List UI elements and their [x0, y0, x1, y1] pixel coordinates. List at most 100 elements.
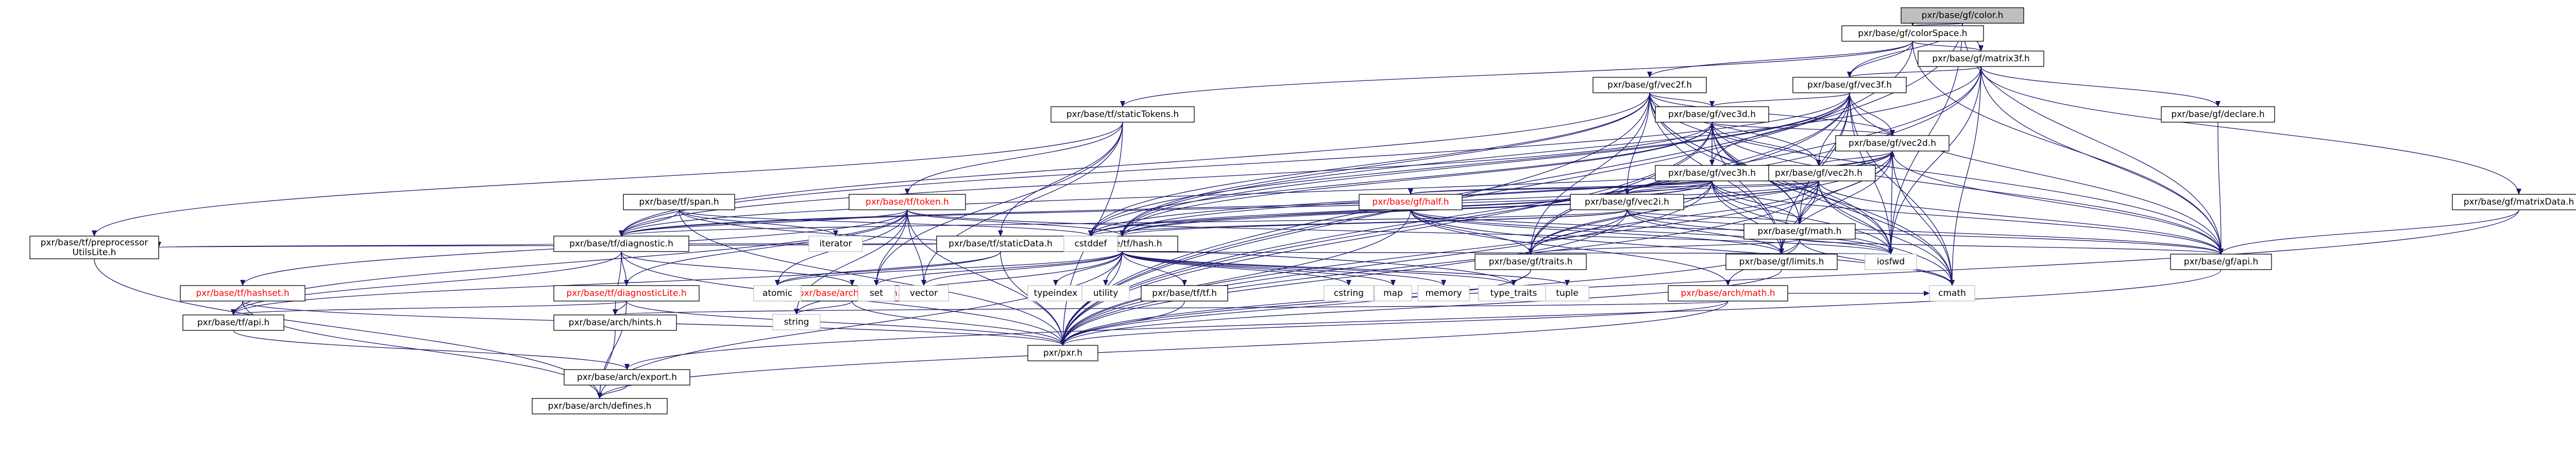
edge-vec3f-to-cstddef: [1088, 92, 1850, 237]
node-traits[interactable]: pxr/base/gf/traits.h: [1475, 254, 1587, 270]
node-box: [1655, 165, 1769, 181]
edge-matrix3f-to-vec3f: [1847, 66, 1981, 78]
node-label: set: [870, 288, 883, 298]
node-box: [1668, 285, 1788, 302]
node-label: pxr/base/tf/tf.h: [1152, 288, 1217, 298]
node-colorSpace[interactable]: pxr/base/gf/colorSpace.h: [1841, 25, 1984, 42]
node-box: [1475, 254, 1587, 270]
edge-vec3f-to-tfHash: [1120, 92, 1850, 237]
node-vec2f[interactable]: pxr/base/gf/vec2f.h: [1592, 77, 1707, 93]
edge-vec3d-to-tfHash: [1120, 122, 1713, 237]
node-box: [2161, 106, 2275, 123]
node-cstring: cstring: [1324, 285, 1374, 302]
node-matrix3f[interactable]: pxr/base/gf/matrix3f.h: [1918, 51, 2044, 67]
node-vec2d[interactable]: pxr/base/gf/vec2d.h: [1835, 135, 1950, 152]
node-label: pxr/base/tf/diagnostic.h: [569, 239, 673, 249]
edge-vec3d-to-traits: [1528, 122, 1713, 255]
node-box: [180, 285, 306, 302]
node-staticData[interactable]: pxr/base/tf/staticData.h: [936, 236, 1065, 252]
edge-vec2f-to-vec2i: [1624, 92, 1650, 195]
edge-vec2h-to-iosfwd: [1818, 180, 1893, 255]
edge-vec3d-to-cmath: [1711, 122, 1955, 286]
node-half[interactable]: pxr/base/gf/half.h: [1359, 194, 1463, 210]
edge-color-to-colorSpace: [1910, 20, 1963, 26]
edge-limits-to-pxr: [1060, 269, 1782, 346]
node-map: map: [1374, 285, 1412, 302]
node-cmath: cmath: [1929, 285, 1975, 302]
node-box: [1570, 194, 1684, 210]
node-tfSpan[interactable]: pxr/base/tf/span.h: [623, 194, 735, 210]
node-box: [564, 369, 690, 386]
edge-vec2f-to-vec2d: [1649, 92, 1895, 136]
edge-vec2f-to-vec2h: [1649, 92, 1821, 166]
node-color[interactable]: pxr/base/gf/color.h: [1901, 7, 2024, 24]
node-box: [1792, 77, 1907, 93]
node-tfApi[interactable]: pxr/base/tf/api.h: [182, 314, 284, 331]
node-vec2h[interactable]: pxr/base/gf/vec2h.h: [1761, 165, 1876, 181]
edge-archFunction-to-string: [794, 301, 853, 315]
node-tfTf[interactable]: pxr/base/tf/tf.h: [1141, 285, 1228, 302]
node-declare[interactable]: pxr/base/gf/declare.h: [2161, 106, 2275, 123]
edge-diagnostic-to-diagnosticLite: [621, 251, 629, 286]
edge-vec2i-to-diagnostic: [619, 209, 1628, 237]
edge-matrix3f-to-matrixData: [1980, 66, 2521, 195]
node-box: [553, 236, 689, 252]
edge-tfApi-to-archExport: [233, 330, 630, 370]
node-archExport[interactable]: pxr/base/arch/export.h: [564, 369, 690, 386]
node-box: [553, 314, 677, 331]
node-vec2i[interactable]: pxr/base/gf/vec2i.h: [1570, 194, 1684, 210]
node-vec3f[interactable]: pxr/base/gf/vec3f.h: [1792, 77, 1907, 93]
node-box: [1725, 254, 1838, 270]
node-staticTokens[interactable]: pxr/base/tf/staticTokens.h: [1050, 106, 1195, 123]
node-label: pxr/base/arch/math.h: [1681, 288, 1775, 298]
node-box: [936, 236, 1065, 252]
node-diagnostic[interactable]: pxr/base/tf/diagnostic.h: [553, 236, 689, 252]
node-limits[interactable]: pxr/base/gf/limits.h: [1725, 254, 1838, 270]
edge-tfHash-to-map: [1122, 251, 1396, 286]
edge-tfToken-to-diagnosticLite: [624, 209, 908, 286]
node-box: [1478, 285, 1549, 302]
node-label: pxr/base/gf/color.h: [1922, 10, 2004, 21]
node-label: pxr/base/gf/traits.h: [1489, 257, 1573, 267]
node-label: pxr/base/gf/limits.h: [1739, 257, 1824, 267]
node-vec3h[interactable]: pxr/base/gf/vec3h.h: [1655, 165, 1769, 181]
node-box: [1918, 51, 2044, 67]
edge-half-to-limits: [1410, 209, 1784, 255]
edge-vec3h-to-limits: [1711, 180, 1784, 255]
node-archHints[interactable]: pxr/base/arch/hints.h: [553, 314, 677, 331]
node-archMath[interactable]: pxr/base/arch/math.h: [1668, 285, 1788, 302]
node-label: pxr/base/gf/vec3f.h: [1807, 80, 1892, 90]
edge-diagnostic-to-tfApi: [231, 251, 622, 315]
node-archDefines[interactable]: pxr/base/arch/defines.h: [532, 398, 668, 414]
edge-half-to-pxr: [1060, 209, 1411, 346]
node-hashset[interactable]: pxr/base/tf/hashset.h: [180, 285, 306, 302]
node-gfMath[interactable]: pxr/base/gf/math.h: [1743, 223, 1856, 240]
node-diagnosticLite[interactable]: pxr/base/tf/diagnosticLite.h: [553, 285, 700, 302]
edge-matrix3f-to-gfApi: [1980, 66, 2224, 255]
node-box: [753, 285, 802, 302]
edge-matrix3f-to-iosfwd: [1888, 66, 1981, 255]
node-gfApi[interactable]: pxr/base/gf/api.h: [2170, 254, 2272, 270]
node-tfToken[interactable]: pxr/base/tf/token.h: [849, 194, 966, 210]
node-label: pxr/base/gf/api.h: [2184, 257, 2258, 267]
edge-vec3d-to-vec2h: [1711, 122, 1821, 166]
node-label: pxr/base/gf/vec3d.h: [1668, 109, 1756, 120]
node-pxr[interactable]: pxr/pxr.h: [1027, 345, 1098, 361]
node-label: pxr/base/arch/export.h: [577, 372, 677, 382]
edge-matrix3f-to-declare: [1980, 66, 2221, 107]
node-archFunction[interactable]: pxr/base/arch/function.h: [785, 285, 919, 302]
edge-archHints-to-archDefines: [597, 330, 616, 399]
edge-vec2h-to-diagnostic: [619, 180, 1819, 237]
edge-staticTokens-to-staticData: [998, 122, 1123, 237]
node-label: pxr/base/tf/api.h: [197, 318, 269, 328]
node-box: [1901, 7, 2024, 24]
edge-staticTokens-to-tfToken: [905, 122, 1123, 195]
node-vec3d[interactable]: pxr/base/gf/vec3d.h: [1655, 106, 1769, 123]
node-typeTraits: type_traits: [1478, 285, 1549, 302]
node-box: [2452, 194, 2576, 210]
edge-vec2h-to-half: [1408, 180, 1819, 195]
node-matrixData[interactable]: pxr/base/gf/matrixData.h: [2452, 194, 2576, 210]
